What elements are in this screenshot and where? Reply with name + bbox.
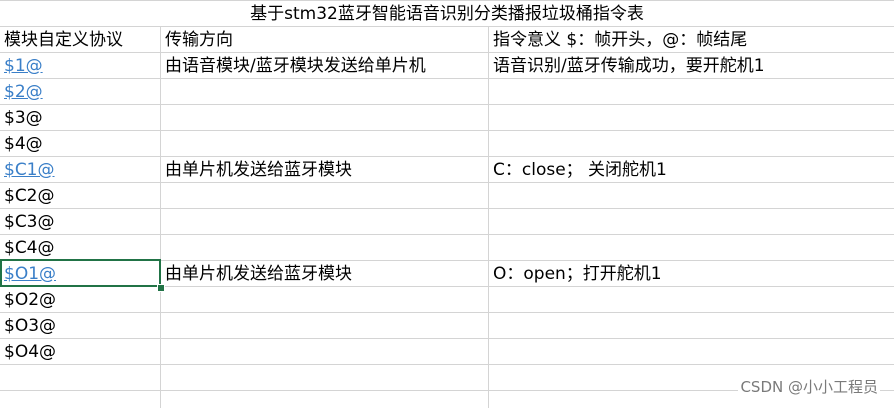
cell-meaning[interactable]: O：open；打开舵机1 — [493, 264, 662, 284]
header-direction[interactable]: 传输方向 — [165, 30, 233, 50]
gridline — [0, 0, 894, 1]
header-protocol[interactable]: 模块自定义协议 — [4, 30, 123, 50]
cell-code[interactable]: $O3@ — [4, 316, 57, 336]
gridline — [0, 312, 894, 313]
watermark: CSDN @小小工程员 — [738, 376, 880, 397]
cell-meaning[interactable]: 语音识别/蓝牙传输成功，要开舵机1 — [493, 56, 765, 76]
cell-code[interactable]: $C4@ — [4, 238, 55, 258]
table-title[interactable]: 基于stm32蓝牙智能语音识别分类播报垃圾桶指令表 — [250, 4, 644, 24]
gridline — [0, 130, 894, 131]
header-meaning[interactable]: 指令意义 $：帧开头，@：帧结尾 — [493, 30, 748, 50]
cell-direction[interactable]: 由单片机发送给蓝牙模块 — [165, 160, 352, 180]
gridline — [0, 52, 894, 53]
cell-code[interactable]: $C1@ — [4, 160, 55, 180]
cell-code[interactable]: $1@ — [4, 56, 43, 76]
gridline — [488, 26, 489, 408]
cell-code[interactable]: $3@ — [4, 108, 43, 128]
cell-code[interactable]: $2@ — [4, 82, 43, 102]
cell-meaning[interactable]: C：close； 关闭舵机1 — [493, 160, 667, 180]
cell-code[interactable]: $C3@ — [4, 212, 55, 232]
fill-handle[interactable] — [157, 284, 165, 292]
gridline — [0, 78, 894, 79]
gridline — [160, 26, 161, 408]
gridline — [0, 208, 894, 209]
cell-code[interactable]: $O2@ — [4, 290, 57, 310]
cell-direction[interactable]: 由语音模块/蓝牙模块发送给单片机 — [165, 56, 426, 76]
gridline — [0, 26, 894, 27]
gridline — [0, 338, 894, 339]
gridline — [0, 156, 894, 157]
cell-code-selected[interactable]: $O1@ — [4, 264, 57, 284]
gridline — [0, 234, 894, 235]
gridline — [0, 390, 894, 391]
cell-selection-border — [0, 259, 161, 287]
cell-code[interactable]: $O4@ — [4, 342, 57, 362]
gridline — [0, 104, 894, 105]
cell-code[interactable]: $C2@ — [4, 186, 55, 206]
gridline — [0, 260, 894, 261]
gridline — [0, 286, 894, 287]
gridline — [0, 364, 894, 365]
cell-direction[interactable]: 由单片机发送给蓝牙模块 — [165, 264, 352, 284]
cell-code[interactable]: $4@ — [4, 134, 43, 154]
gridline — [0, 182, 894, 183]
